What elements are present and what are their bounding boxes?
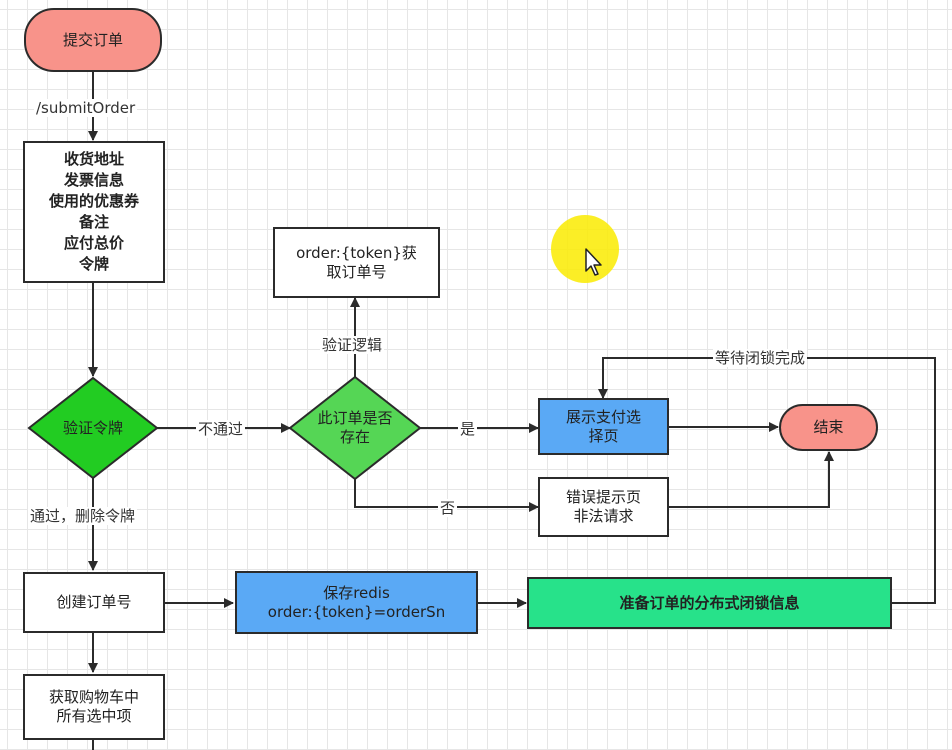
node-get-order-no: order:{token}获 取订单号 xyxy=(273,227,440,298)
node-order-info: 收货地址 发票信息 使用的优惠券 备注 应付总价 令牌 xyxy=(23,141,165,283)
node-prepare-lock: 准备订单的分布式闭锁信息 xyxy=(527,577,892,629)
decision-verify-token-shape xyxy=(27,376,159,480)
edge-exists-to-error xyxy=(354,479,539,512)
edge-lock-to-showpay xyxy=(598,357,936,604)
mouse-pointer-icon xyxy=(585,248,602,276)
decision-verify-token: 验证令牌 xyxy=(62,418,123,437)
edge-label-not-pass: 不通过 xyxy=(196,420,246,438)
decision-order-exists-shape xyxy=(288,375,422,481)
node-submit-order: 提交订单 xyxy=(24,8,162,72)
node-end: 结束 xyxy=(779,404,878,451)
node-error-page: 错误提示页 非法请求 xyxy=(538,477,669,537)
cursor-highlight xyxy=(551,215,619,283)
node-get-cart: 获取购物车中 所有选中项 xyxy=(23,674,165,740)
node-create-order-no: 创建订单号 xyxy=(23,572,165,633)
edge-label-yes: 是 xyxy=(458,420,478,438)
edge-error-to-end xyxy=(669,451,834,508)
edge-label-no: 否 xyxy=(438,499,458,517)
edge-label-wait-lock: 等待闭锁完成 xyxy=(713,349,808,367)
decision-order-exists: 此订单是否 存在 xyxy=(317,409,393,446)
edge-label-submit-api: /submitOrder xyxy=(34,99,138,117)
edge-label-pass-delete-token: 通过，删除令牌 xyxy=(28,507,138,525)
node-show-pay-page: 展示支付选 择页 xyxy=(538,398,669,455)
node-save-redis: 保存redis order:{token}=orderSn xyxy=(235,571,478,634)
edge-label-verify-logic: 验证逻辑 xyxy=(320,336,385,354)
